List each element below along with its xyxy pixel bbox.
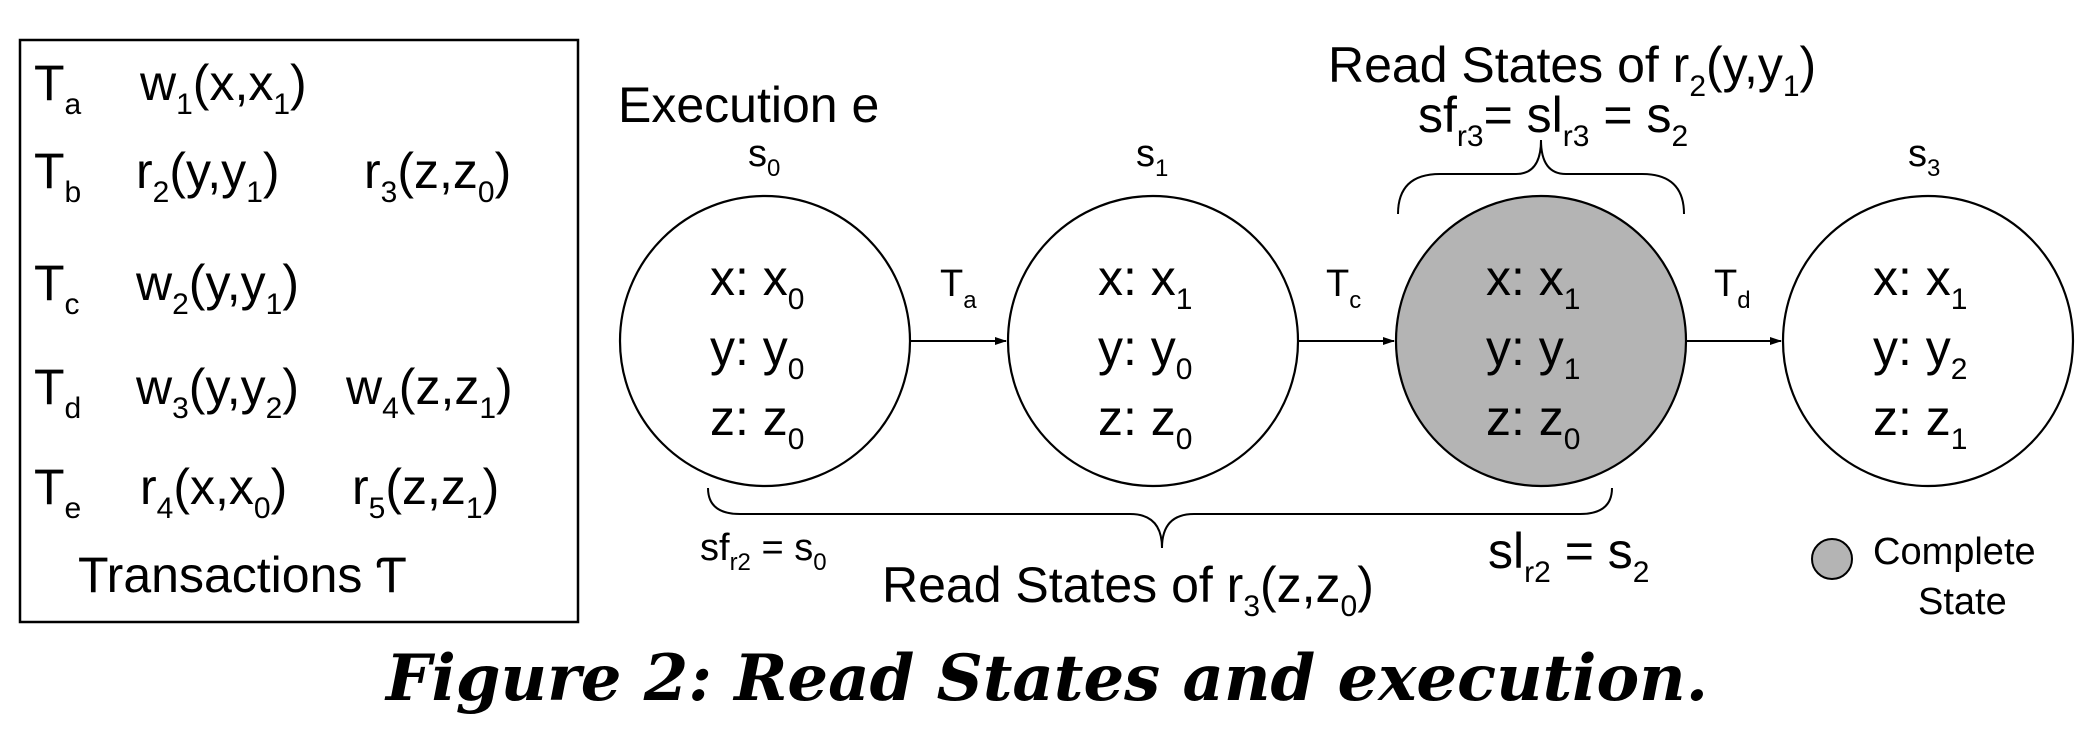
- transition-label-tc: Tc: [1326, 263, 1361, 314]
- transition-label-ta: Ta: [940, 263, 977, 314]
- svg-text:x: x1: x: x1: [1873, 250, 1967, 316]
- state-circle-s3: [1781, 194, 2075, 488]
- state-values-s1: x: x1 y: y0 z: z0: [1098, 250, 1192, 456]
- svg-text:y: y0: y: y0: [710, 320, 804, 386]
- transition-label-td: Td: [1714, 263, 1751, 314]
- execution-label: Execution e: [618, 77, 879, 133]
- svg-text:z: z1: z: z1: [1873, 390, 1967, 456]
- svg-text:z: z0: z: z0: [1486, 390, 1580, 456]
- legend-complete-swatch: [1811, 538, 1853, 580]
- read-states-r2-eq: sfr3= slr3 = s2: [1418, 87, 1688, 153]
- state-name-s3: s3: [1908, 133, 1940, 182]
- read-states-r2-title: Read States of r2(y,y1): [1328, 37, 1816, 103]
- figure-caption: Figure 2: Read States and execution.: [384, 641, 1708, 716]
- legend-label-line2: State: [1918, 581, 2007, 623]
- svg-text:x: x0: x: x0: [710, 250, 804, 316]
- svg-text:y: y0: y: y0: [1098, 320, 1192, 386]
- legend: Complete State: [1811, 531, 2036, 623]
- svg-text:x: x1: x: x1: [1486, 250, 1580, 316]
- svg-text:y: y1: y: y1: [1486, 320, 1580, 386]
- state-name-s0: s0: [748, 133, 780, 182]
- svg-text:y: y2: y: y2: [1873, 320, 1967, 386]
- state-values-s3: x: x1 y: y2 z: z1: [1873, 250, 1967, 456]
- state-values-s0: x: x0 y: y0 z: z0: [710, 250, 804, 456]
- svg-text:z: z0: z: z0: [710, 390, 804, 456]
- state-name-s1: s1: [1136, 133, 1168, 182]
- svg-text:x: x1: x: x1: [1098, 250, 1192, 316]
- brace-r3: [707, 487, 1613, 549]
- sf-r2-label: sfr2 = s0: [700, 527, 827, 576]
- transactions-label: Transactions Ƭ: [78, 547, 407, 603]
- read-states-r3-title: Read States of r3(z,z0): [882, 557, 1374, 623]
- svg-text:z: z0: z: z0: [1098, 390, 1192, 456]
- state-values-s2: x: x1 y: y1 z: z0: [1486, 250, 1580, 456]
- brace-r2: [1397, 139, 1685, 215]
- sl-r2-label: slr2 = s2: [1488, 523, 1649, 589]
- transactions-frame: [18, 38, 580, 624]
- legend-label-line1: Complete: [1873, 531, 2036, 573]
